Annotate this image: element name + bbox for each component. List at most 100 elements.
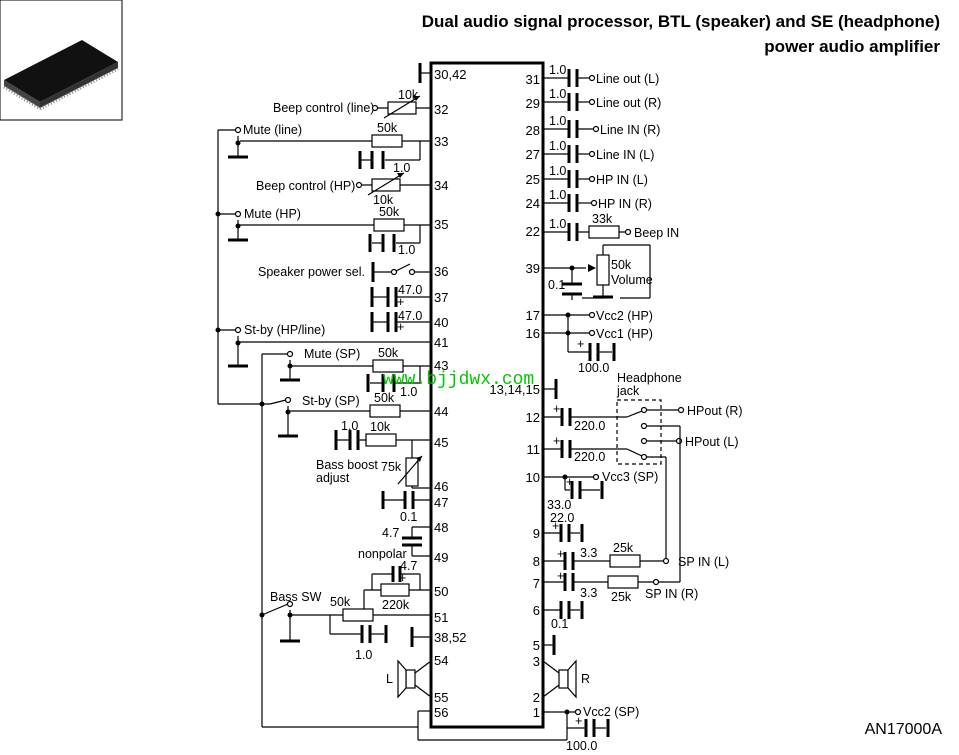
left-pin-labels: 30,42 32 33 34 35 36 37 40 41 43 44 45 4…: [434, 67, 467, 720]
svg-text:220k: 220k: [382, 598, 410, 612]
svg-text:47.0: 47.0: [398, 283, 422, 297]
pin-7: 7: [533, 576, 540, 591]
mute-hp-circuit: Mute (HP) 50k 1.0: [218, 205, 431, 257]
svg-text:10k: 10k: [398, 88, 419, 102]
svg-text:47.0: 47.0: [398, 309, 422, 323]
speaker-right-icon: R: [542, 659, 590, 699]
mute-line-circuit: Mute (line) 50k 1.0: [218, 121, 431, 175]
beep-in-label: Beep IN: [634, 226, 679, 240]
pin-49: 49: [434, 550, 448, 565]
svg-text:1.0: 1.0: [549, 217, 566, 231]
pin-38-52: 38,52: [434, 630, 467, 645]
bass-boost-label: Bass boost: [316, 458, 378, 472]
pin-51: 51: [434, 610, 448, 625]
title-line-1: Dual audio signal processor, BTL (speake…: [422, 12, 940, 31]
svg-text:1.0: 1.0: [393, 161, 410, 175]
hpout-l-label: HPout (L): [685, 435, 739, 449]
pin-11: 11: [527, 442, 541, 457]
line-in-r-label: Line IN (R): [600, 123, 660, 137]
mute-sp-label: Mute (SP): [304, 347, 360, 361]
pin-47: 47: [434, 495, 448, 510]
svg-text:+: +: [557, 569, 564, 583]
svg-text:1.0: 1.0: [355, 648, 372, 662]
svg-text:0.1: 0.1: [400, 510, 417, 524]
svg-text:0.1: 0.1: [548, 278, 565, 292]
nonpolar-cap: 4.7 nonpolar: [358, 526, 431, 561]
signal-io-caps: 1.0 Line out (L) 1.0 Line out (R) 1.0 Li…: [543, 63, 661, 212]
pin-40: 40: [434, 315, 448, 330]
pin-48: 48: [434, 520, 448, 535]
right-pin-labels: 31 29 28 27 25 24 22 39 17 16 13,14,15 1…: [489, 72, 540, 720]
svg-text:25k: 25k: [613, 541, 634, 555]
cap-pin-40: 47.0 +: [370, 309, 431, 334]
jack-label: jack: [616, 384, 640, 398]
title-line-2: power audio amplifier: [764, 37, 940, 56]
svg-text:3.3: 3.3: [580, 586, 597, 600]
bass-feedback-circuit: 4.7 + 220k: [363, 559, 431, 615]
volume-label: Volume: [611, 273, 653, 287]
pin-5: 5: [533, 638, 540, 653]
line-out-l-label: Line out (L): [596, 72, 659, 86]
pin-22: 22: [526, 224, 540, 239]
svg-text:+: +: [553, 434, 560, 448]
beep-in-circuit: 1.0 33k Beep IN: [543, 212, 679, 241]
svg-text:1.0: 1.0: [549, 87, 566, 101]
svg-text:50k: 50k: [377, 121, 398, 135]
pin-37: 37: [434, 290, 448, 305]
speaker-left-icon: L: [386, 659, 432, 699]
speaker-r-label: R: [581, 672, 590, 686]
svg-text:1.0: 1.0: [549, 164, 566, 178]
sp-in-l-label: SP IN (L): [678, 555, 729, 569]
svg-text:1.0: 1.0: [549, 63, 566, 77]
standby-hp-line-circuit: St-by (HP/line): [218, 323, 431, 368]
pin-6: 6: [533, 603, 540, 618]
beep-control-hp-label: Beep control (HP): [256, 179, 355, 193]
pin-30-42: 30,42: [434, 67, 467, 82]
mute-sp-circuit: Mute (SP) 50k 1.0: [261, 346, 431, 399]
pin-35: 35: [434, 217, 448, 232]
pin-3: 3: [533, 654, 540, 669]
svg-text:+: +: [399, 571, 406, 585]
svg-text:+: +: [557, 547, 564, 561]
line-in-l-label: Line IN (L): [596, 148, 654, 162]
svg-text:50k: 50k: [330, 595, 351, 609]
pin-39: 39: [526, 261, 540, 276]
standby-sp-circuit: St-by (SP) 50k: [269, 391, 431, 438]
nonpolar-label: nonpolar: [358, 547, 407, 561]
pin-46: 46: [434, 479, 448, 494]
pin-24: 24: [526, 196, 540, 211]
pin-27: 27: [526, 147, 540, 162]
pin-12: 12: [526, 410, 540, 425]
volume-circuit: 0.1 50k Volume: [543, 244, 653, 300]
svg-text:33k: 33k: [592, 212, 613, 226]
svg-text:+: +: [552, 519, 559, 533]
cap-pin-37: 47.0 +: [370, 283, 431, 309]
svg-text:1.0: 1.0: [549, 114, 566, 128]
svg-text:100.0: 100.0: [578, 361, 609, 375]
pin-17: 17: [526, 308, 540, 323]
pin-44: 44: [434, 404, 448, 419]
part-number: AN17000A: [865, 721, 943, 738]
pin-36: 36: [434, 264, 448, 279]
pin-50: 50: [434, 584, 448, 599]
hpout-r-label: HPout (R): [687, 404, 743, 418]
headphone-jack-circuit: Headphone jack + 220.0 + 220.0 HPout (R)…: [543, 371, 743, 582]
pin-28: 28: [526, 123, 540, 138]
svg-text:4.7: 4.7: [400, 559, 417, 573]
pin-10: 10: [526, 470, 540, 485]
pin-55: 55: [434, 690, 448, 705]
svg-text:+: +: [397, 295, 404, 309]
svg-text:1.0: 1.0: [341, 419, 358, 433]
hp-in-l-label: HP IN (L): [596, 173, 648, 187]
pin-16: 16: [526, 326, 540, 341]
ic-body: [429, 61, 545, 729]
pin-25: 25: [526, 172, 540, 187]
mute-hp-label: Mute (HP): [244, 207, 301, 221]
pin-43: 43: [434, 358, 448, 373]
pin-1: 1: [533, 705, 540, 720]
pin-41: 41: [434, 335, 448, 350]
speaker-power-sel-circuit: Speaker power sel.: [258, 262, 431, 282]
sp-in-l-circuit: + 3.3 25k SP IN (L): [543, 541, 729, 570]
svg-text:22.0: 22.0: [550, 511, 574, 525]
